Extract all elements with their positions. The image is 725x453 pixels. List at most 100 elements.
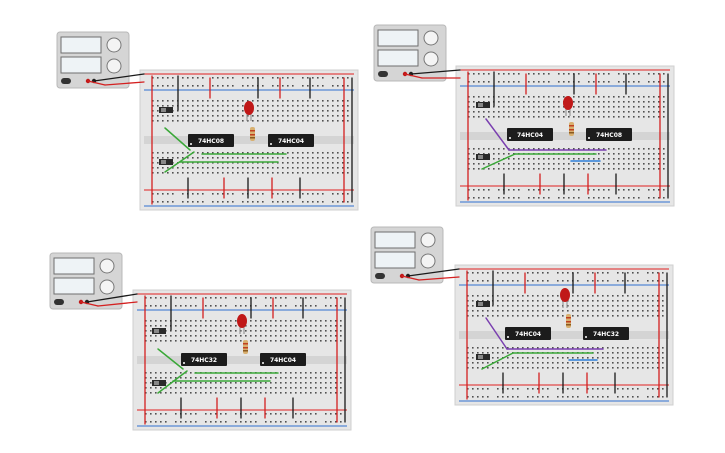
rail-hole (653, 189, 655, 191)
grid-hole (325, 340, 327, 342)
grid-hole (573, 148, 575, 150)
grid-hole (330, 340, 332, 342)
grid-hole (658, 158, 660, 160)
ic-chip-1 (505, 327, 551, 340)
rail-hole (597, 272, 599, 274)
rail-hole (568, 197, 570, 199)
grid-hole (543, 148, 545, 150)
grid-hole (468, 106, 470, 108)
grid-hole (232, 110, 234, 112)
grid-hole (155, 392, 157, 394)
grid-hole (662, 300, 664, 302)
grid-hole (488, 101, 490, 103)
psu-voltage-knob[interactable] (106, 37, 122, 53)
grid-hole (598, 101, 600, 103)
rail-hole (212, 77, 214, 79)
slide-switch-handle[interactable] (478, 103, 483, 107)
rail-hole (537, 388, 539, 390)
grid-hole (517, 362, 519, 364)
psu-current-knob[interactable] (423, 51, 439, 67)
grid-hole (618, 168, 620, 170)
grid-hole (212, 120, 214, 122)
slide-switch-handle[interactable] (161, 160, 166, 164)
rail-hole (557, 280, 559, 282)
psu-power-switch[interactable] (54, 299, 64, 305)
grid-hole (332, 162, 334, 164)
rail-hole (167, 193, 169, 195)
grid-hole (543, 101, 545, 103)
grid-hole (262, 100, 264, 102)
grid-hole (227, 152, 229, 154)
grid-hole (297, 172, 299, 174)
grid-hole (267, 172, 269, 174)
grid-hole (302, 115, 304, 117)
psu-current-knob[interactable] (106, 58, 122, 74)
psu-power-switch[interactable] (378, 71, 388, 77)
rail-hole (312, 193, 314, 195)
grid-hole (292, 105, 294, 107)
grid-hole (155, 377, 157, 379)
rail-hole (202, 77, 204, 79)
grid-hole (175, 372, 177, 374)
psu-voltage-knob[interactable] (423, 30, 439, 46)
grid-hole (272, 100, 274, 102)
grid-hole (558, 116, 560, 118)
slide-switch-handle[interactable] (161, 108, 166, 112)
grid-hole (245, 335, 247, 337)
grid-hole (633, 163, 635, 165)
psu-voltage-knob[interactable] (420, 232, 436, 248)
grid-hole (648, 158, 650, 160)
grid-hole (292, 162, 294, 164)
psu-current-knob[interactable] (420, 253, 436, 269)
psu-power-switch[interactable] (375, 273, 385, 279)
grid-hole (267, 105, 269, 107)
grid-hole (657, 310, 659, 312)
grid-hole (310, 320, 312, 322)
grid-hole (185, 392, 187, 394)
rail-hole (325, 305, 327, 307)
grid-hole (282, 105, 284, 107)
rail-hole (285, 305, 287, 307)
grid-hole (180, 387, 182, 389)
grid-hole (522, 300, 524, 302)
grid-hole (187, 115, 189, 117)
slide-switch-handle[interactable] (154, 329, 159, 333)
psu-current-knob[interactable] (99, 279, 115, 295)
slide-switch-handle[interactable] (154, 381, 159, 385)
grid-hole (207, 110, 209, 112)
grid-hole (602, 352, 604, 354)
grid-hole (247, 172, 249, 174)
grid-hole (195, 387, 197, 389)
grid-hole (150, 335, 152, 337)
grid-hole (507, 347, 509, 349)
grid-hole (497, 300, 499, 302)
grid-hole (513, 158, 515, 160)
grid-hole (662, 357, 664, 359)
slide-switch-handle[interactable] (478, 355, 483, 359)
grid-hole (583, 116, 585, 118)
input-wire-a (164, 127, 191, 151)
psu-power-switch[interactable] (61, 78, 71, 84)
slide-switch-handle[interactable] (478, 302, 483, 306)
grid-hole (162, 152, 164, 154)
rail-hole (265, 413, 267, 415)
grid-hole (212, 110, 214, 112)
slide-switch-handle[interactable] (478, 155, 483, 159)
grid-hole (242, 157, 244, 159)
rail-hole (245, 413, 247, 415)
grid-hole (152, 167, 154, 169)
grid-hole (643, 101, 645, 103)
rail-hole (302, 85, 304, 87)
grid-hole (275, 387, 277, 389)
grid-hole (347, 100, 349, 102)
psu-ground-wire (93, 73, 145, 82)
grid-hole (583, 168, 585, 170)
grid-hole (257, 105, 259, 107)
psu-voltage-knob[interactable] (99, 258, 115, 274)
grid-hole (522, 295, 524, 297)
rail-hole (488, 73, 490, 75)
grid-hole (502, 362, 504, 364)
grid-hole (603, 153, 605, 155)
grid-hole (617, 300, 619, 302)
rail-hole (245, 421, 247, 423)
